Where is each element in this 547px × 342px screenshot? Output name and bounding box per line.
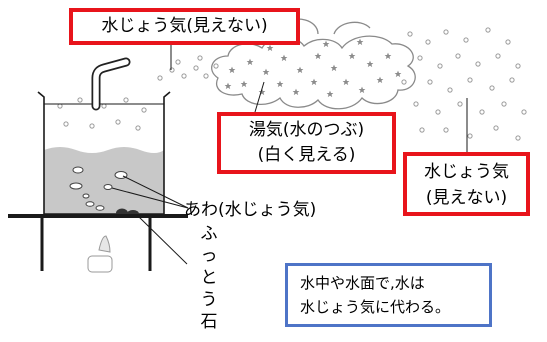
label-text: 水じょう気(見えない) [101, 16, 268, 36]
label-bubbles: あわ(水じょう気) [184, 200, 317, 220]
note-box: 水中や水面で,水は 水じょう気に代わる。 [285, 263, 492, 327]
steam-droplets [224, 38, 402, 98]
label-text: 湯気(水のつぶ) [248, 120, 365, 140]
label-vapor-invisible-top: 水じょう気(見えない) [69, 8, 300, 45]
steam-cloud [211, 35, 416, 110]
label-text: 水じょう気 [424, 162, 509, 182]
label-text: (白く見える) [257, 145, 356, 165]
bubbles [69, 166, 128, 211]
label-vapor-invisible-right: 水じょう気 (見えない) [403, 152, 530, 216]
note-text: 水じょう気に代わる。 [300, 298, 451, 316]
label-steam: 湯気(水のつぶ) (白く見える) [217, 112, 396, 174]
label-boiling-stone: ふっとう石 [200, 224, 218, 332]
label-text: (見えない) [425, 188, 508, 208]
water [44, 147, 164, 214]
note-text: 水中や水面で,水は [300, 274, 425, 292]
